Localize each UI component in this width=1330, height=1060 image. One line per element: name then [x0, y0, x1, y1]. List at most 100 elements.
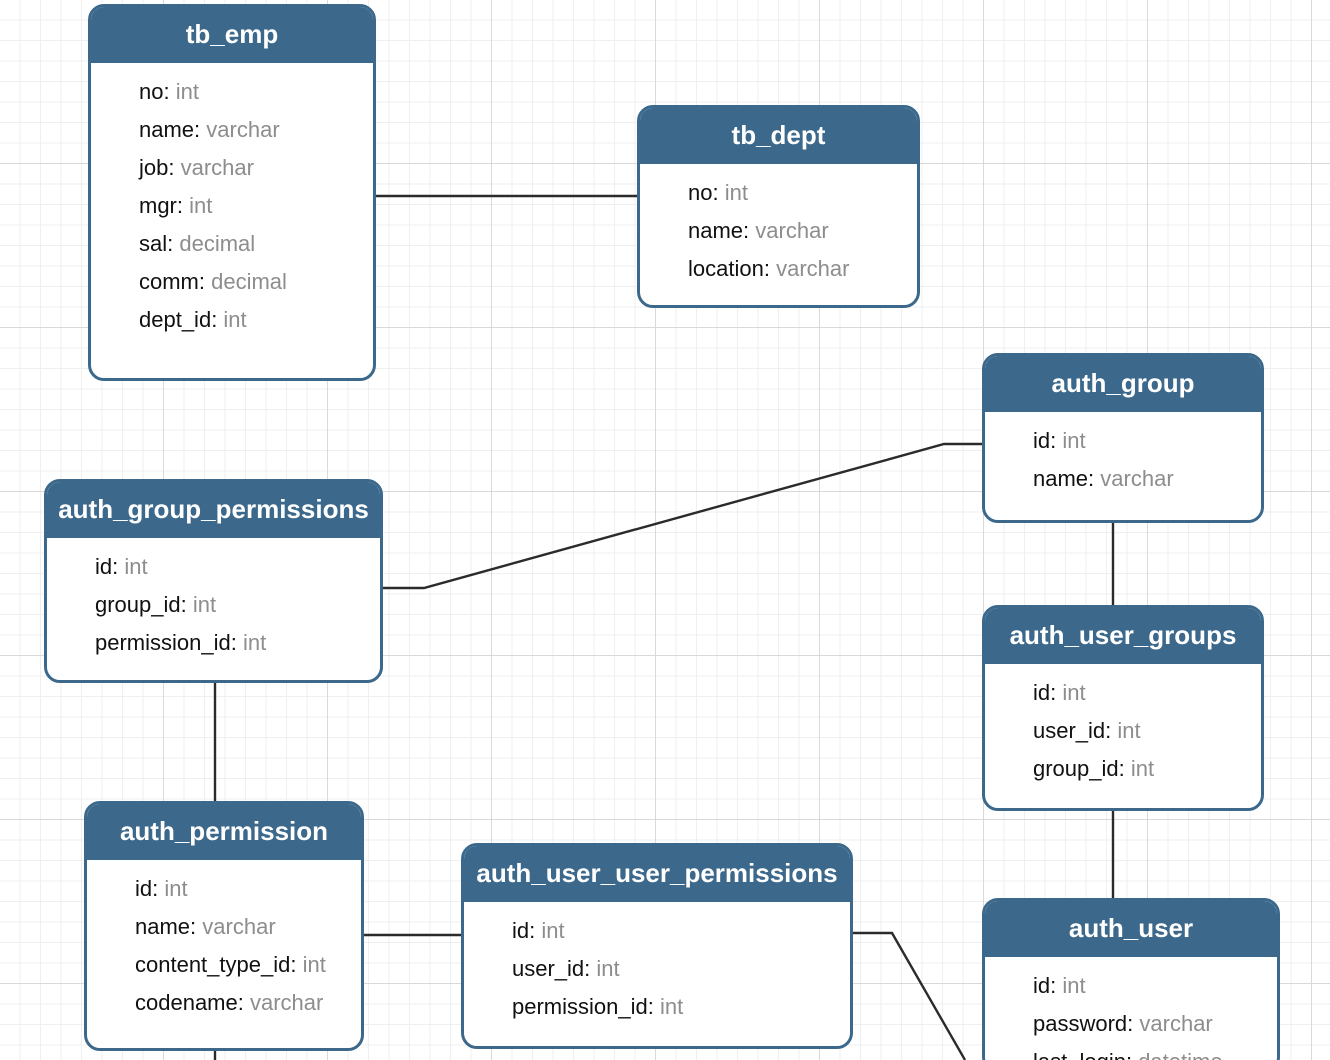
field-name: dept_id: [139, 307, 212, 332]
field-separator: :: [190, 914, 203, 939]
field-row: id: int: [985, 967, 1277, 1005]
field-row: id: int: [464, 912, 850, 950]
field-name: content_type_id: [135, 952, 291, 977]
field-row: password: varchar: [985, 1005, 1277, 1043]
field-name: permission_id: [512, 994, 648, 1019]
entity-title: auth_permission: [87, 804, 361, 860]
field-row: name: varchar: [640, 212, 917, 250]
field-type: int: [724, 180, 748, 205]
field-separator: :: [1088, 466, 1101, 491]
field-row: id: int: [985, 422, 1261, 460]
field-type: int: [164, 876, 188, 901]
field-separator: :: [194, 117, 207, 142]
field-row: user_id: int: [464, 950, 850, 988]
field-name: name: [688, 218, 744, 243]
field-type: int: [659, 994, 684, 1019]
field-separator: :: [1118, 756, 1131, 781]
field-type: decimal: [211, 269, 287, 294]
field-name: id: [1033, 680, 1051, 705]
field-type: int: [189, 193, 213, 218]
field-name: id: [512, 918, 530, 943]
field-type: varchar: [1100, 466, 1174, 491]
field-name: codename: [135, 990, 238, 1015]
field-type: int: [175, 79, 199, 104]
field-type: int: [1062, 973, 1086, 998]
field-separator: :: [1050, 680, 1063, 705]
field-row: permission_id: int: [464, 988, 850, 1026]
field-separator: :: [1126, 1049, 1138, 1060]
field-separator: :: [167, 231, 180, 256]
field-row: name: varchar: [985, 460, 1261, 498]
field-separator: :: [211, 307, 224, 332]
field-type: int: [192, 592, 217, 617]
field-separator: :: [237, 990, 250, 1015]
field-name: id: [135, 876, 153, 901]
field-separator: :: [743, 218, 756, 243]
field-separator: :: [1105, 718, 1118, 743]
field-separator: :: [176, 193, 190, 218]
field-name: user_id: [1033, 718, 1106, 743]
field-type: int: [1062, 680, 1086, 705]
entity-title: auth_group_permissions: [47, 482, 380, 538]
field-separator: :: [180, 592, 193, 617]
field-row: last_login: datetime: [985, 1043, 1277, 1060]
field-type: int: [223, 307, 247, 332]
field-separator: :: [152, 876, 165, 901]
field-row: name: varchar: [87, 908, 361, 946]
field-name: no: [688, 180, 713, 205]
field-row: group_id: int: [47, 586, 380, 624]
field-type: varchar: [776, 256, 850, 281]
entity-title: auth_group: [985, 356, 1261, 412]
field-separator: :: [1050, 428, 1063, 453]
field-row: comm: decimal: [91, 263, 373, 301]
field-type: int: [1117, 718, 1141, 743]
field-type: int: [541, 918, 565, 943]
field-row: group_id: int: [985, 750, 1261, 788]
field-name: sal: [139, 231, 168, 256]
field-row: name: varchar: [91, 111, 373, 149]
field-separator: :: [290, 952, 303, 977]
field-row: user_id: int: [985, 712, 1261, 750]
field-name: name: [1033, 466, 1089, 491]
field-separator: :: [230, 630, 243, 655]
field-separator: :: [163, 79, 176, 104]
field-separator: :: [168, 155, 181, 180]
field-type: int: [596, 956, 620, 981]
entity-title: tb_dept: [640, 108, 917, 164]
field-row: id: int: [87, 870, 361, 908]
field-type: varchar: [206, 117, 280, 142]
field-type: int: [302, 952, 326, 977]
field-row: location: varchar: [640, 250, 917, 288]
field-row: no: int: [640, 174, 917, 212]
entity-title: tb_emp: [91, 7, 373, 63]
field-name: name: [139, 117, 195, 142]
field-row: sal: decimal: [91, 225, 373, 263]
field-separator: :: [584, 956, 597, 981]
entity-title: auth_user: [985, 901, 1277, 957]
field-row: id: int: [47, 548, 380, 586]
field-type: int: [1062, 428, 1086, 453]
field-type: varchar: [202, 914, 276, 939]
field-separator: :: [647, 994, 660, 1019]
field-type: varchar: [180, 155, 254, 180]
field-separator: :: [763, 256, 777, 281]
field-row: id: int: [985, 674, 1261, 712]
field-name: group_id: [95, 592, 181, 617]
field-row: dept_id: int: [91, 301, 373, 339]
field-name: id: [1033, 973, 1051, 998]
